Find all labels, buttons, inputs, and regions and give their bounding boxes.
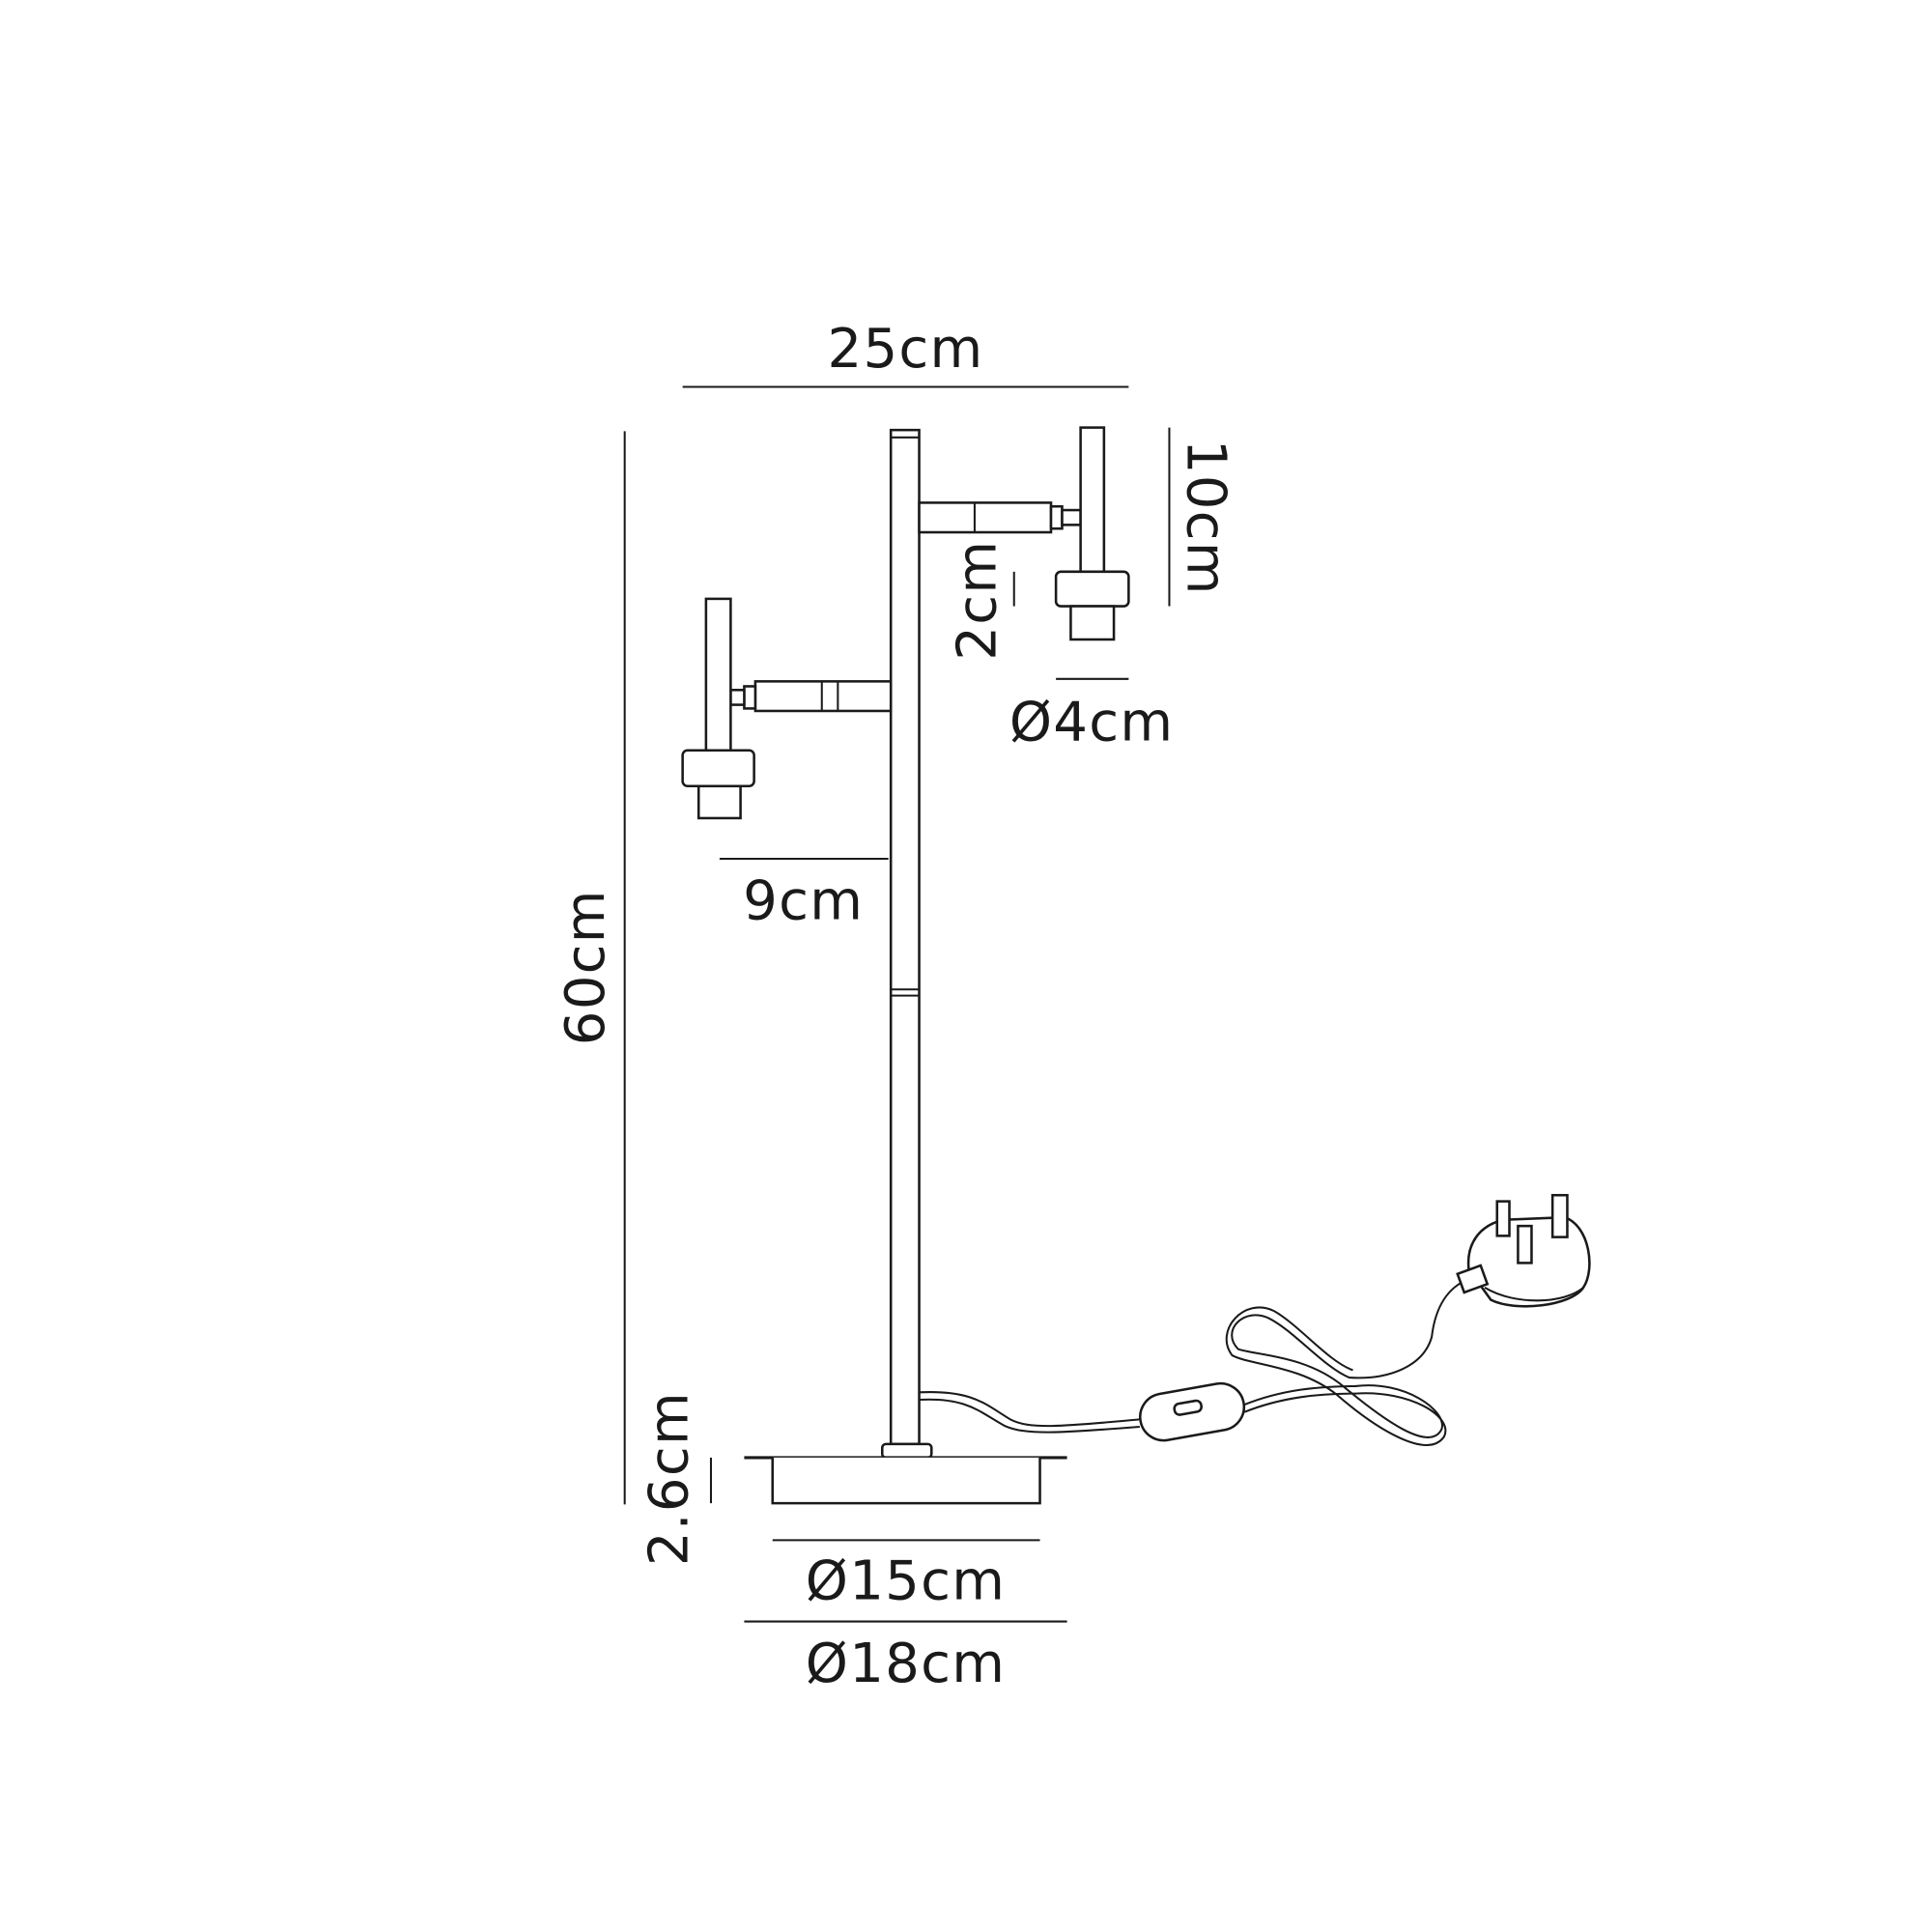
base-height-label: 2.6cm	[639, 1391, 701, 1566]
head-height-label: 10cm	[1175, 440, 1237, 596]
width-label: 25cm	[827, 318, 983, 381]
lamp-base	[744, 1442, 1067, 1505]
upper-spotlight	[918, 426, 1130, 641]
power-cable	[919, 1278, 1469, 1446]
lower-spotlight	[681, 597, 893, 820]
uk-plug	[1456, 1193, 1591, 1308]
head-depth-label: 2cm	[947, 540, 1009, 661]
height-label: 60cm	[554, 889, 617, 1045]
base-inner-diameter-label: Ø15cm	[806, 1550, 1006, 1613]
head-diameter-label: Ø4cm	[1009, 692, 1174, 754]
arm-reach-label: 9cm	[743, 870, 864, 933]
inline-switch	[1139, 1381, 1246, 1442]
base-outer-diameter-label: Ø18cm	[806, 1633, 1006, 1695]
lamp-pole	[889, 428, 921, 1446]
